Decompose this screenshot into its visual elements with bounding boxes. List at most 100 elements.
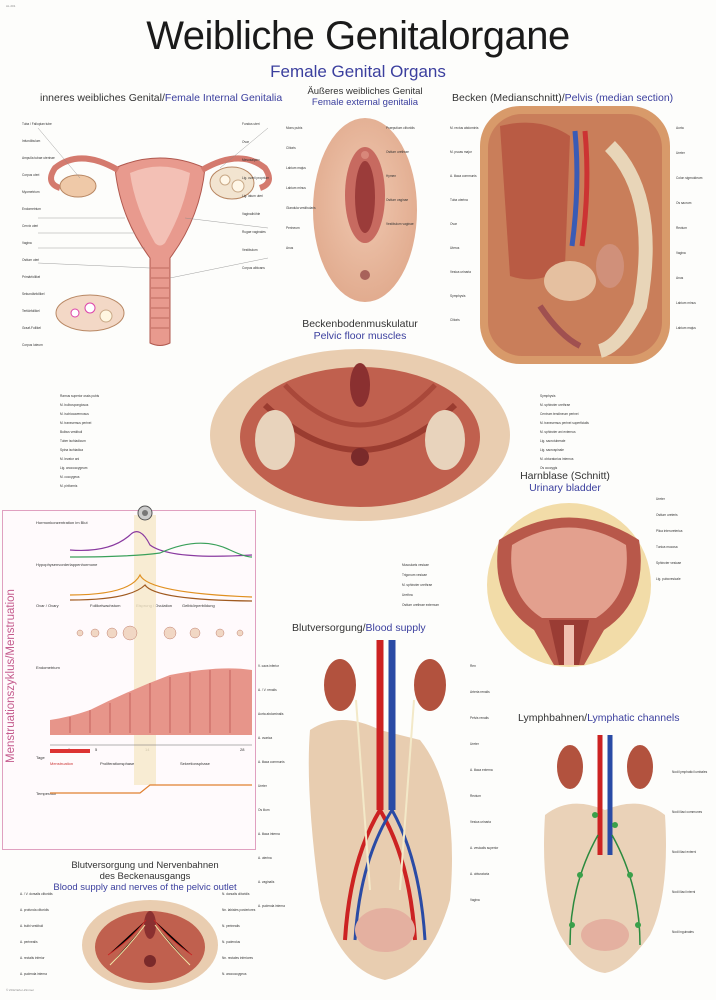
label-floor-left: M. coccygeus — [60, 475, 80, 479]
cycle-diagram — [50, 505, 252, 794]
cycle-day-5: 5 — [95, 747, 98, 752]
label-bladder-left: Urethra — [402, 593, 413, 597]
label-blood-right: A. vesicalis superior — [470, 846, 499, 850]
outlet-title: Blutversorgung und Nervenbahnen des Beck… — [53, 860, 237, 893]
label-bladder-right: Lig. pubovesicale — [656, 577, 681, 581]
label-pelvis-right: Rectum — [676, 226, 687, 230]
label-floor-right: M. transversus perinei superficialis — [540, 421, 589, 425]
label-pelvis-right: Anus — [676, 276, 684, 280]
label-lymph-right: Nodi iliaci externi — [672, 850, 697, 854]
label-floor-left: M. levator ani — [60, 457, 80, 461]
label-blood-left: Ureter — [258, 784, 267, 788]
poster-title: Weibliche Genitalorgane — [146, 14, 570, 58]
label-lymph-right: Nodi inguinales — [672, 930, 694, 934]
label-lymph-right: Nodi lymphatici lumbales — [672, 770, 708, 774]
label-external-left: Clitoris — [286, 146, 296, 150]
cycle-temp-label: Temperatur — [36, 791, 57, 796]
label-internal-left: Myometrium — [22, 190, 40, 194]
label-outlet-right: N. pudendus — [222, 940, 241, 944]
label-blood-right: Arteria renalis — [470, 690, 490, 694]
label-floor-left: Bulbus vestibuli — [60, 430, 83, 434]
label-pelvis-left: A. iliaca communis — [450, 174, 477, 178]
label-bladder-left: Ostium urethrae externum — [402, 603, 440, 607]
pelvic-floor-illustration — [210, 349, 510, 521]
label-pelvis-right: Vagina — [676, 251, 686, 255]
label-internal-right: Ovar — [242, 140, 249, 144]
label-lymph-right: Nodi iliaci communes — [672, 810, 703, 814]
label-blood-left: A. vaginalis — [258, 880, 275, 884]
label-internal-right: Lig. latum uteri — [242, 194, 263, 198]
product-code: AL 201 — [6, 4, 16, 8]
label-pelvis-left: Clitoris — [450, 318, 460, 322]
cycle-phase-proliferation: Proliferationsphase — [100, 761, 135, 766]
label-blood-left: A. iliaca communis — [258, 760, 285, 764]
label-floor-left: Lig. anococcygeum — [60, 466, 88, 470]
label-external-left: Glandula vestibularis — [286, 206, 316, 210]
label-floor-left: Tuber ischiadicum — [60, 439, 86, 443]
label-blood-right: Pelvis renalis — [470, 716, 489, 720]
internal-title: inneres weibliches Genital/Female Intern… — [40, 92, 283, 104]
label-internal-right: Vestibulum — [242, 248, 258, 252]
external-genitalia-illustration — [313, 118, 417, 302]
label-internal-left: Endometrium — [22, 207, 41, 211]
label-floor-right: M. sphincter urethrae — [540, 403, 571, 407]
label-lymph-right: Nodi iliaci interni — [672, 890, 696, 894]
pelvic-outlet-illustration — [82, 900, 218, 990]
label-blood-right: Ren — [470, 664, 476, 668]
label-external-right: Ostium urethrae — [386, 150, 409, 154]
blood-supply-illustration — [308, 640, 452, 980]
poster-subtitle: Female Genital Organs — [270, 62, 446, 81]
label-external-right: Hymen — [386, 174, 397, 178]
lymph-title: Lymphbahnen/Lymphatic channels — [518, 712, 680, 724]
label-external-left: Mons pubis — [286, 126, 303, 130]
label-bladder-right: Tunica mucosa — [656, 545, 678, 549]
label-bladder-right: Sphincter vesicae — [656, 561, 682, 565]
label-floor-left: M. transversus perinei — [60, 421, 92, 425]
label-blood-left: Aorta abdominalis — [258, 712, 284, 716]
label-outlet-left: A. / V. dorsalis clitoridis — [20, 892, 53, 896]
label-pelvis-right: Ureter — [676, 151, 685, 155]
label-blood-left: A. iliaca interna — [258, 832, 280, 836]
label-internal-left: Graaf-Follikel — [22, 326, 41, 330]
label-pelvis-left: Ovar — [450, 222, 457, 226]
label-internal-right: Vaginalhöhle — [242, 212, 261, 216]
label-external-right: Praeputium clitoridis — [386, 126, 415, 130]
label-floor-left: Ramus superior ossis pubis — [60, 394, 100, 398]
label-blood-left: A. ovarica — [258, 736, 273, 740]
copyright: © 2012 Erler-Zimmer — [6, 988, 35, 992]
label-internal-left: Corpus uteri — [22, 173, 40, 177]
cycle-corpus-label: Gelbkörperbildung — [182, 603, 215, 608]
label-pelvis-right: Labium minus — [676, 301, 696, 305]
label-outlet-left: A. rectalis inferior — [20, 956, 45, 960]
label-blood-right: A. obturatoria — [470, 872, 490, 876]
label-outlet-right: N. perinealis — [222, 924, 240, 928]
label-external-left: Labium minus — [286, 186, 306, 190]
label-internal-left: Tertiärfollikel — [22, 309, 40, 313]
cycle-ovary-label: Ovar / Ovary — [36, 603, 59, 608]
label-internal-right: Lig. ovarii proprium — [242, 176, 270, 180]
label-blood-left: A. uterina — [258, 856, 272, 860]
cycle-days-label: Tage — [36, 755, 45, 760]
internal-genitalia-illustration — [37, 127, 272, 346]
label-external-left: Labium majus — [286, 166, 306, 170]
label-internal-left: Primärfollikel — [22, 275, 41, 279]
pelvis-median-illustration — [480, 106, 670, 364]
cycle-side-title: Menstruationszyklus/Menstruation — [5, 589, 17, 763]
label-floor-right: Symphysis — [540, 394, 556, 398]
label-outlet-left: A. profunda clitoridis — [20, 908, 49, 912]
cycle-follicle-label: Follikelwachstum — [90, 603, 121, 608]
label-external-left: Anus — [286, 246, 294, 250]
label-bladder-left: M. sphincter urethrae — [402, 583, 433, 587]
label-floor-right: Lig. sacrotuberale — [540, 439, 566, 443]
lymphatic-illustration — [544, 735, 666, 973]
label-pelvis-left: Vesica urinaria — [450, 270, 471, 274]
label-bladder-left: Trigonum vesicae — [402, 573, 428, 577]
cycle-pituitary-label: Hypophysenvorderlappenhormone — [36, 562, 98, 567]
label-internal-right: Mesosalpinx — [242, 158, 260, 162]
label-blood-right: Ureter — [470, 742, 479, 746]
label-internal-right: Fundus uteri — [242, 122, 260, 126]
label-internal-left: Ampulla tubae uterinae — [22, 156, 55, 160]
label-bladder-right: Ostium ureteris — [656, 513, 678, 517]
label-outlet-left: A. pudenda interna — [20, 972, 47, 976]
